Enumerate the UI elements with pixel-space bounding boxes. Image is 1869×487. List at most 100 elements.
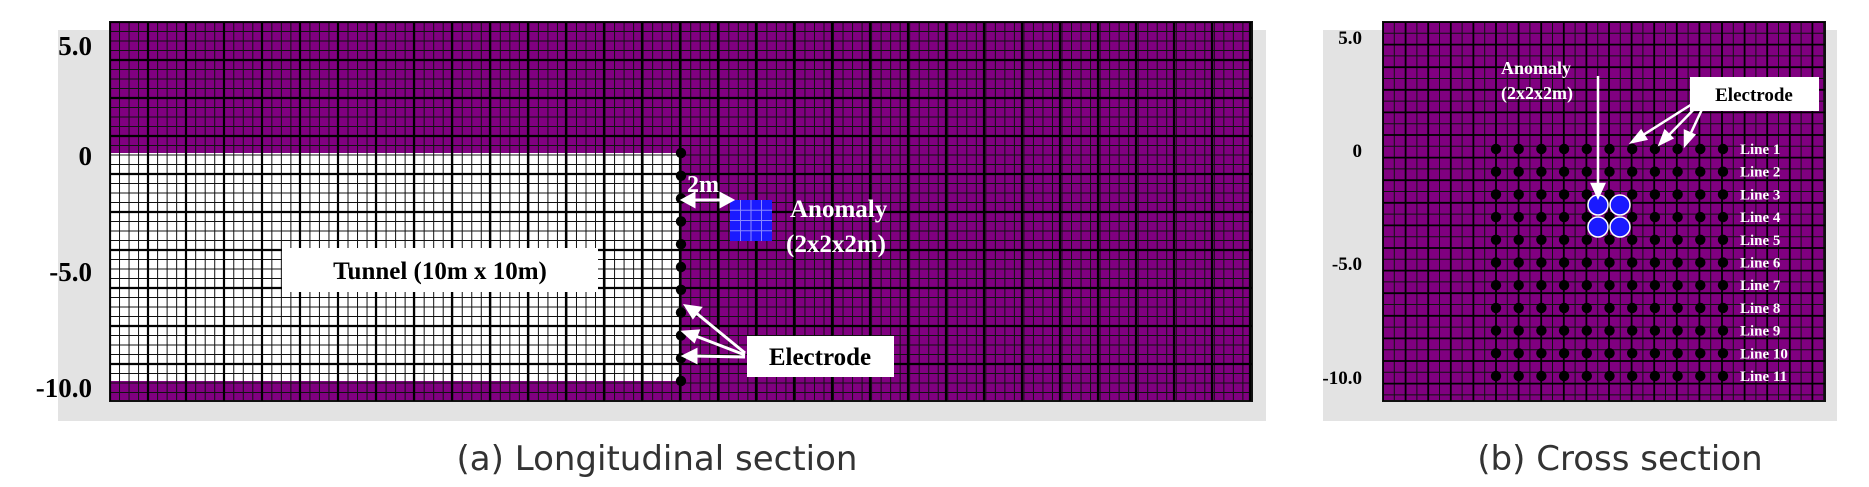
tunnel-label-box — [282, 248, 598, 292]
electrode-dot — [1558, 325, 1570, 336]
electrode-dot — [1513, 280, 1524, 291]
line-label: Line 4 — [1740, 210, 1781, 226]
line-label: Line 11 — [1740, 369, 1787, 385]
electrode-dot — [1581, 257, 1593, 268]
electrode-grid — [1490, 143, 1729, 382]
electrode-dot — [1672, 325, 1683, 336]
electrode-dot — [1627, 348, 1638, 359]
electrode-dot — [1604, 280, 1615, 291]
electrode-dot — [1536, 280, 1547, 291]
electrode-dot — [1627, 189, 1638, 200]
electrode-dot — [1717, 234, 1729, 245]
line-label: Line 3 — [1740, 187, 1780, 203]
electrode-dot — [1558, 166, 1570, 177]
electrode-dot — [1672, 189, 1683, 200]
electrode-dot — [1490, 302, 1502, 314]
electrode-dot — [1536, 302, 1547, 314]
electrode-label-box — [747, 336, 894, 377]
electrode-dot — [1490, 189, 1502, 200]
anomaly-cell — [1609, 194, 1631, 216]
electrode-dot — [1695, 189, 1706, 200]
cross-electrode-label-box — [1690, 77, 1819, 111]
electrode-dot — [1627, 211, 1638, 223]
electrode-dot — [1649, 189, 1661, 200]
y-tick-label: 0 — [79, 141, 93, 171]
electrode-dot — [1695, 348, 1706, 359]
electrode-dot — [1558, 370, 1570, 382]
electrode-dot — [1558, 143, 1570, 155]
electrode-dot — [1581, 302, 1593, 314]
electrode-dot — [1649, 302, 1661, 314]
electrode-dot — [1717, 166, 1729, 177]
electrode-dot — [1558, 211, 1570, 223]
electrode-dot — [1672, 166, 1683, 177]
line-label: Line 8 — [1740, 301, 1780, 317]
electrode-dot — [1558, 189, 1570, 200]
electrode-dot — [1581, 143, 1593, 155]
electrode-dot — [1695, 143, 1706, 155]
anomaly-block — [730, 200, 772, 241]
electrode-dot — [1627, 257, 1638, 268]
electrode-dot — [1558, 257, 1570, 268]
electrode-dot — [1581, 166, 1593, 177]
line-label: Line 6 — [1740, 256, 1781, 272]
electrode-dot — [1717, 189, 1729, 200]
electrode-dot — [1649, 325, 1661, 336]
electrode-dot — [675, 307, 687, 318]
electrode-array — [675, 147, 687, 387]
electrode-dot — [1649, 280, 1661, 291]
electrode-dot — [1649, 370, 1661, 382]
electrode-dot — [1604, 325, 1615, 336]
electrode-dot — [1604, 348, 1615, 359]
electrode-dot — [1490, 234, 1502, 245]
line-label: Line 1 — [1740, 142, 1780, 158]
electrode-dot — [1717, 348, 1729, 359]
electrode-dot — [1627, 280, 1638, 291]
electrode-dot — [1513, 189, 1524, 200]
electrode-dot — [1513, 143, 1524, 155]
electrode-dot — [1490, 211, 1502, 223]
electrode-dot — [1672, 348, 1683, 359]
y-tick-label: 5.0 — [58, 31, 92, 61]
electrode-dot — [675, 375, 687, 387]
tunnel-label: Tunnel (10m x 10m) — [333, 258, 547, 285]
electrode-dot — [1536, 348, 1547, 359]
electrode-dot — [1604, 166, 1615, 177]
electrode-dot — [1558, 302, 1570, 314]
spacing-arrow — [679, 191, 736, 209]
electrode-dot — [1581, 234, 1593, 245]
electrode-dot — [1490, 166, 1502, 177]
electrode-dot — [1604, 370, 1615, 382]
electrode-dot — [675, 239, 687, 250]
electrode-dot — [1695, 325, 1706, 336]
cross-electrode-label: Electrode — [1715, 85, 1793, 106]
electrode-dot — [1649, 348, 1661, 359]
y-tick-label: -10.0 — [1322, 368, 1362, 389]
electrode-dot — [1695, 234, 1706, 245]
electrode-dot — [675, 147, 687, 159]
electrode-dot — [1627, 325, 1638, 336]
line-label: Line 9 — [1740, 324, 1780, 340]
electrode-dot — [1695, 280, 1706, 291]
electrode-dot — [1672, 234, 1683, 245]
electrode-dot — [1490, 348, 1502, 359]
cross-anomaly-label: Anomaly — [1501, 58, 1571, 78]
electrode-dot — [1649, 166, 1661, 177]
electrode-dot — [1627, 166, 1638, 177]
longitudinal-section-panel: 5.0 0 -5.0 -10.0 Tunnel (10m x 10m) 2m A… — [36, 21, 1266, 479]
electrode-dot — [1536, 325, 1547, 336]
electrode-dot — [1717, 302, 1729, 314]
caption-longitudinal: (a) Longitudinal section — [457, 439, 858, 479]
electrode-dot — [1649, 234, 1661, 245]
electrode-dot — [1695, 211, 1706, 223]
electrode-dot — [1695, 166, 1706, 177]
electrode-dot — [1649, 143, 1661, 155]
cross-anomaly-size-label: (2x2x2m) — [1501, 83, 1573, 104]
cross-anomaly-arrow — [1590, 76, 1606, 200]
electrode-dot — [1581, 189, 1593, 200]
electrode-dot — [1627, 370, 1638, 382]
electrode-dot — [1490, 143, 1502, 155]
electrode-dot — [675, 284, 687, 295]
